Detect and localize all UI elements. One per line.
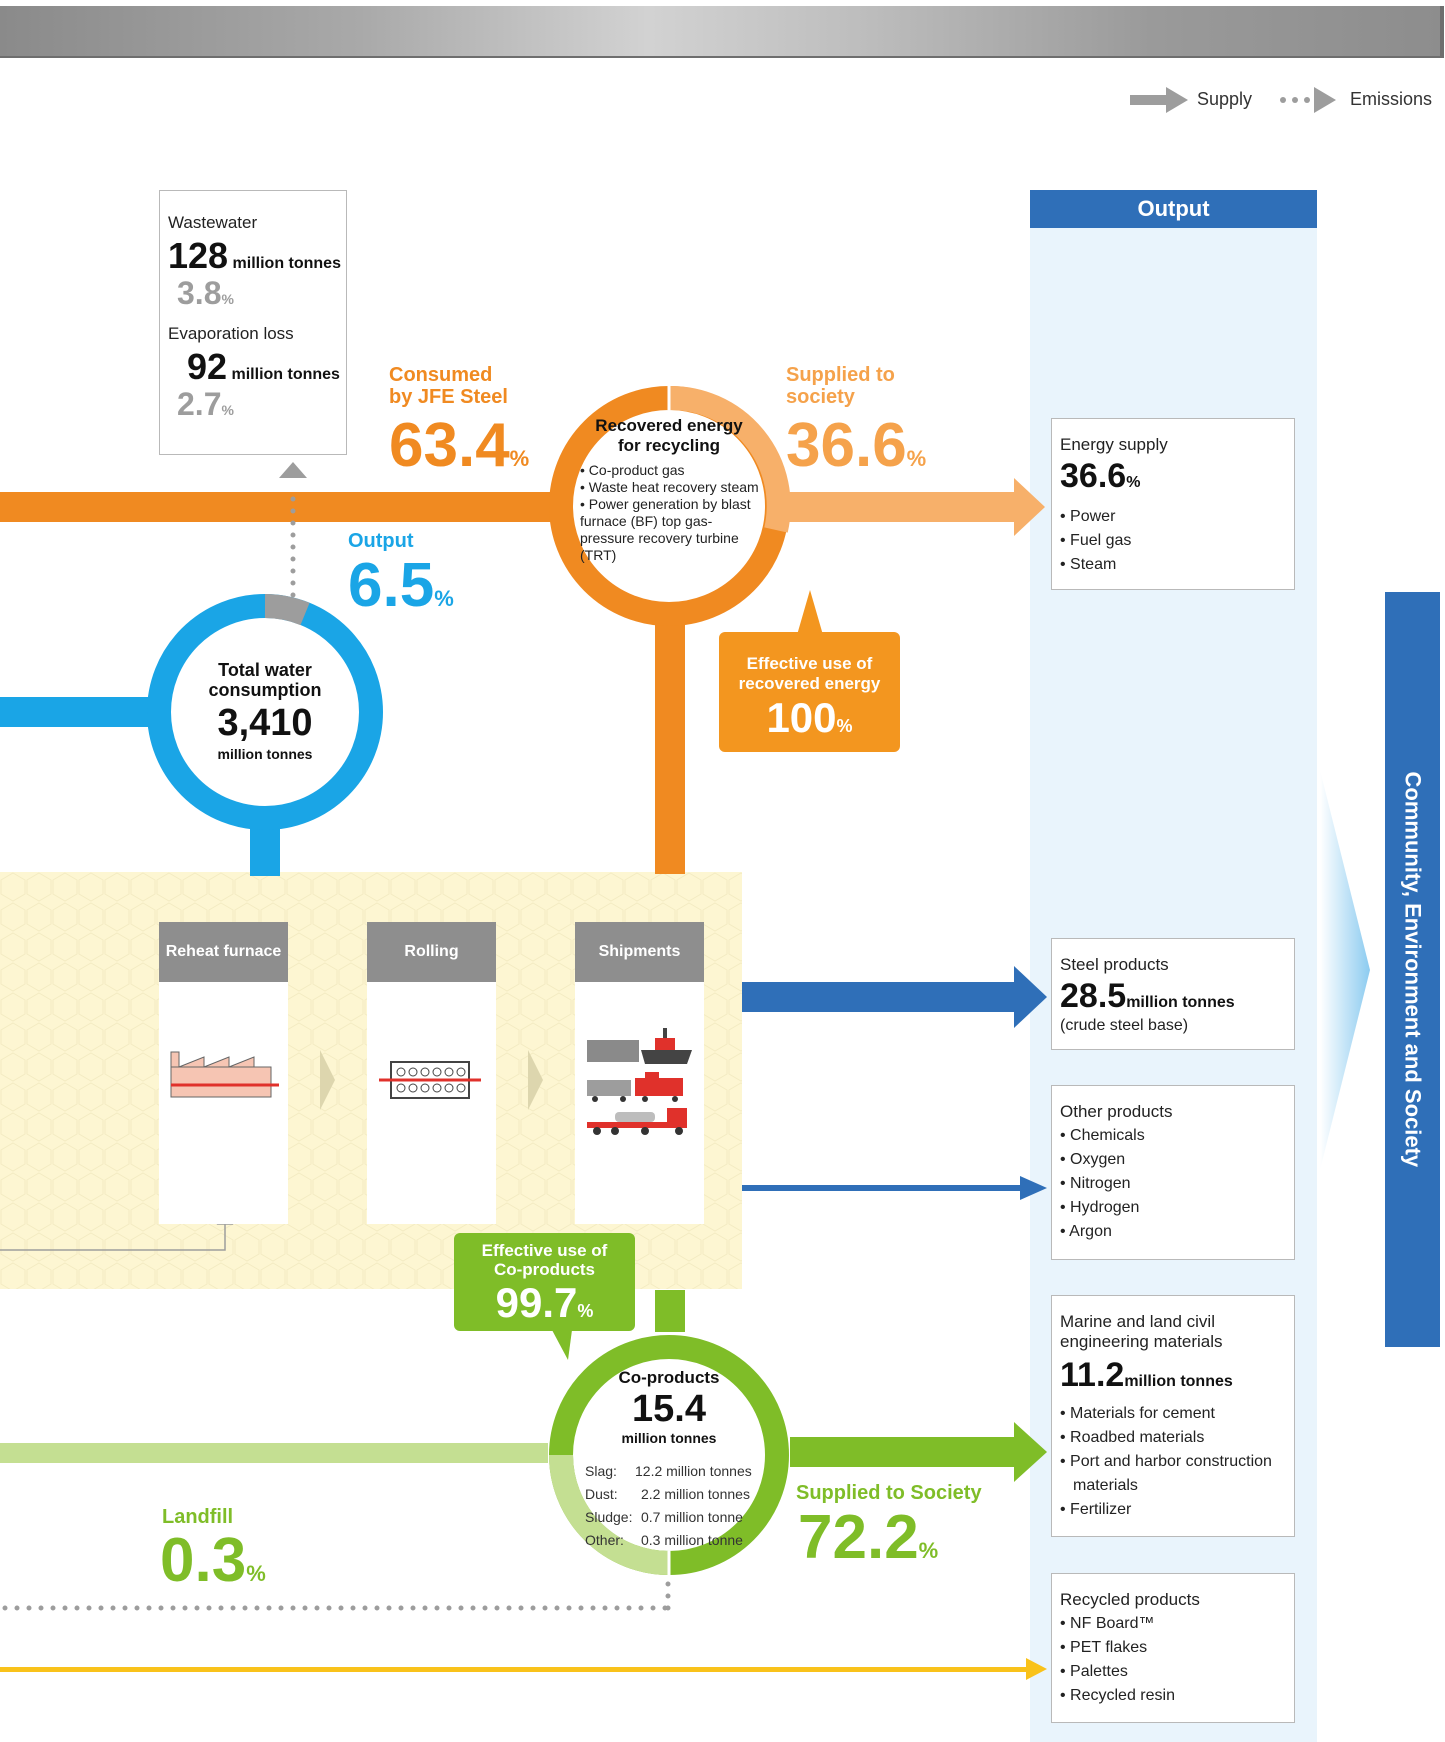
emissions-arrow-icon <box>1280 87 1336 113</box>
energy-item: • Power generation by blast furnace (BF)… <box>580 496 751 563</box>
flow-to-society-arrow <box>1320 770 1370 1170</box>
steel-products-box: Steel products 28.5million tonnes (crude… <box>1051 938 1295 1050</box>
supply-arrow-icon <box>1130 87 1188 113</box>
coproducts-row: Sludge:0.7 million tonne <box>585 1509 743 1525</box>
water-ring-title-1: Total water <box>218 660 312 680</box>
evaporation-percent: 2.7% <box>177 386 234 422</box>
stage-reheat-furnace: Reheat furnace <box>159 922 288 982</box>
header-bar <box>0 6 1444 58</box>
other-products-list: • Chemicals • Oxygen • Nitrogen • Hydrog… <box>1060 1127 1145 1240</box>
evaporation-amount: 92 million tonnes <box>187 346 340 388</box>
water-output-percent: 6.5% <box>348 551 454 620</box>
legend-supply: Supply <box>1197 89 1253 109</box>
stage-rolling-body <box>367 982 496 1224</box>
marine-materials-list: • Materials for cement • Roadbed materia… <box>1060 1405 1272 1518</box>
water-ring-title-2: consumption <box>208 680 322 700</box>
rolling-mill-icon <box>379 1061 481 1099</box>
wastewater-value: 128 <box>168 235 229 276</box>
water-ring-unit: million tonnes <box>217 746 313 762</box>
coproducts-row: Dust:2.2 million tonnes <box>585 1486 750 1502</box>
legend-emissions: Emissions <box>1350 89 1433 109</box>
coproducts-supplied-label: Supplied to Society <box>796 1482 982 1504</box>
coproducts-row: Other:0.3 million tonne <box>585 1532 743 1548</box>
shipments-icon <box>587 1028 692 1135</box>
energy-callout: Effective use of recovered energy 100% <box>719 632 900 752</box>
landfill-label: Landfill <box>162 1506 234 1528</box>
evaporation-label: Evaporation loss <box>168 324 294 343</box>
recycled-products-list: • NF Board™ • PET flakes • Palettes • Re… <box>1060 1615 1175 1704</box>
wastewater-box: Wastewater 128 million tonnes 3.8% Evapo… <box>159 190 347 455</box>
recycled-products-box: Recycled products • NF Board™ • PET flak… <box>1051 1573 1295 1723</box>
energy-callout-pointer <box>797 590 823 635</box>
coproducts-supplied-percent: 72.2% <box>798 1503 939 1572</box>
energy-ring-items: • Co-product gas • Waste heat recovery s… <box>578 462 760 564</box>
water-ring-value: 3,410 <box>217 702 313 744</box>
community-side-bar: Community, Environment and Society <box>1385 592 1440 1347</box>
wastewater-percent: 3.8% <box>177 275 234 311</box>
supplied-percent: 36.6% <box>786 411 927 480</box>
wastewater-label: Wastewater <box>168 213 258 232</box>
reheat-furnace-icon <box>170 1051 279 1098</box>
evaporation-unit: million tonnes <box>231 366 340 383</box>
energy-item: • Waste heat recovery steam <box>580 479 759 495</box>
consumed-percent: 63.4% <box>389 411 530 480</box>
water-ring-text: Total water consumption 3,410 million to… <box>185 660 345 762</box>
water-output-label: Output <box>348 530 414 552</box>
consumed-label: Consumed by JFE Steel <box>389 364 508 408</box>
energy-item: • Co-product gas <box>580 462 685 478</box>
landfill-percent: 0.3% <box>160 1526 266 1595</box>
coproducts-callout: Effective use of Co-products 99.7% <box>454 1233 635 1331</box>
coproducts-callout-pointer <box>552 1330 572 1360</box>
evaporation-value: 92 <box>187 346 228 387</box>
supplied-label: Supplied to society <box>786 364 895 408</box>
stage-shipments-body <box>575 982 704 1224</box>
stage-reheat-body <box>159 982 288 1224</box>
output-header: Output <box>1030 190 1317 228</box>
energy-supply-list: • Power • Fuel gas • Steam <box>1060 508 1132 573</box>
stage-rolling: Rolling <box>367 922 496 982</box>
coproducts-breakdown: Slag:12.2 million tonnes Dust:2.2 millio… <box>585 1460 760 1552</box>
wastewater-amount: 128 million tonnes <box>168 235 341 277</box>
energy-supply-box: Energy supply 36.6% • Power • Fuel gas •… <box>1051 418 1295 590</box>
coproducts-row: Slag:12.2 million tonnes <box>585 1463 752 1479</box>
marine-materials-box: Marine and land civil engineering materi… <box>1051 1295 1295 1537</box>
stage-shipments: Shipments <box>575 922 704 982</box>
energy-ring-text: Recovered energy for recycling • Co-prod… <box>578 416 760 564</box>
wastewater-unit: million tonnes <box>232 255 341 272</box>
other-products-box: Other products • Chemicals • Oxygen • Ni… <box>1051 1085 1295 1260</box>
coproducts-ring-text: Co-products 15.4 million tonnes <box>618 1368 720 1446</box>
